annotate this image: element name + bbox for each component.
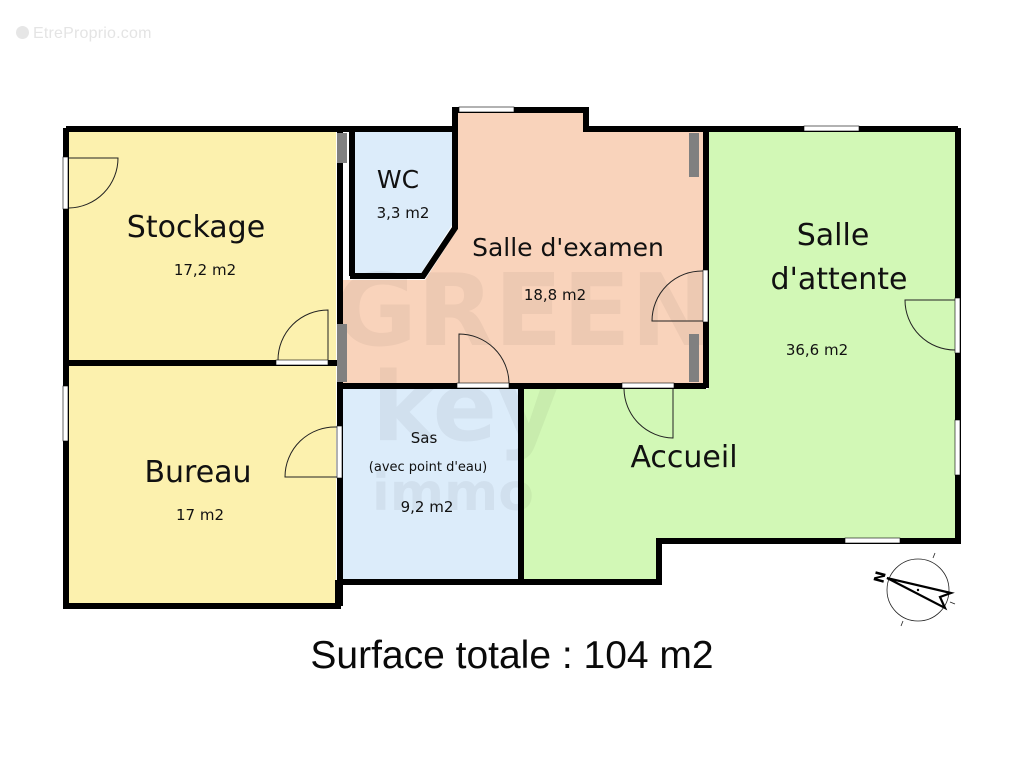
door-swing: [904, 299, 956, 351]
room-subtitle-sas: (avec point d'eau): [369, 460, 487, 475]
door-swing: [277, 309, 329, 361]
door-swing: [458, 333, 510, 384]
svg-text:key: key: [372, 353, 559, 463]
room-salle-examen: [343, 112, 704, 384]
room-salle-attente: [524, 131, 956, 580]
room-name-sas: Sas: [411, 429, 438, 447]
room-area-salle-attente: 36,6 m2: [786, 341, 848, 359]
wall-wc-east: [350, 129, 458, 279]
door-swing: [68, 157, 119, 209]
room-name-bureau: Bureau: [144, 455, 251, 490]
windows: [62, 106, 961, 544]
door-swing: [284, 426, 338, 478]
window: [62, 385, 69, 442]
room-bureau: [68, 365, 336, 603]
compass-north-label: N: [871, 570, 889, 585]
window: [803, 125, 860, 132]
room-stockage: [68, 131, 336, 361]
door-swing: [623, 388, 674, 439]
room-name-salle-attente-line2: d'attente: [771, 262, 908, 297]
svg-text:immo: immo: [372, 463, 534, 523]
room-area-stockage: 17,2 m2: [174, 261, 236, 279]
room-name-wc: WC: [377, 165, 419, 194]
pillar: [337, 324, 347, 382]
copyright-icon: [16, 26, 29, 39]
compass-circle: [886, 558, 950, 622]
door-swings: [68, 157, 956, 478]
window: [954, 419, 961, 476]
compass-needle: [886, 576, 955, 611]
room-area-salle-examen: 18,8 m2: [524, 286, 586, 304]
room-area-sas: 9,2 m2: [401, 498, 454, 516]
room-name-accueil: Accueil: [630, 440, 737, 475]
room-name-salle-examen: Salle d'examen: [472, 233, 664, 262]
room-fills: [68, 112, 956, 603]
room-area-bureau: 17 m2: [176, 506, 224, 524]
compass-rose: N: [871, 552, 956, 627]
door-opening: [456, 382, 510, 389]
window: [62, 156, 69, 210]
wall-exam-top: [452, 107, 958, 132]
room-wc: [354, 131, 452, 273]
window: [954, 297, 961, 354]
window: [458, 106, 515, 113]
room-labels: Stockage 17,2 m2 WC 3,3 m2 Salle d'exame…: [127, 165, 908, 524]
pillars: [337, 133, 699, 382]
wall-right: [338, 128, 961, 585]
door-opening: [621, 382, 675, 389]
room-sas: [341, 389, 519, 579]
room-name-salle-attente-line1: Salle: [797, 218, 870, 253]
pillar: [689, 133, 699, 177]
pillar: [689, 334, 699, 382]
room-name-stockage: Stockage: [127, 210, 265, 245]
door-swing: [651, 270, 704, 322]
svg-text:GREEN: GREEN: [335, 252, 714, 369]
door-opening: [702, 269, 709, 323]
pillar: [337, 133, 347, 163]
site-watermark: EtreProprio.com: [16, 25, 152, 43]
door-opening: [275, 359, 329, 366]
agency-watermark: GREEN key immo: [335, 252, 714, 523]
room-area-wc: 3,3 m2: [377, 204, 430, 222]
window: [844, 537, 901, 544]
total-surface: Surface totale : 104 m2: [310, 634, 714, 677]
door-opening: [336, 425, 343, 479]
